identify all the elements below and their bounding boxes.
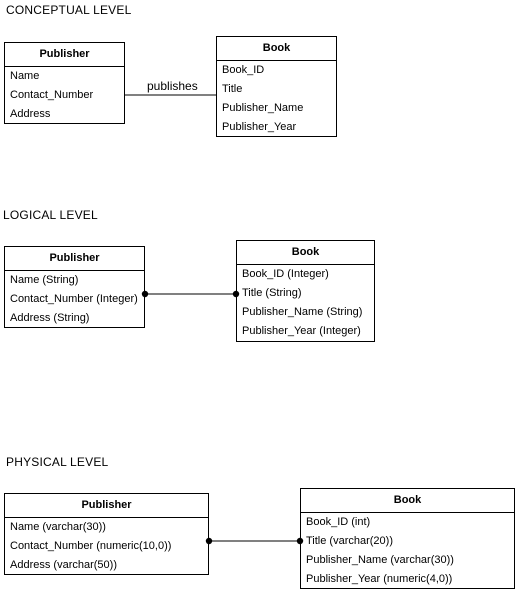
- physical-publisher-title: Publisher: [5, 494, 208, 518]
- conceptual-publisher-entity[interactable]: Publisher Name Contact_Number Address: [4, 42, 125, 124]
- logical-book-attr-publisher-name: Publisher_Name (String): [242, 306, 363, 318]
- conceptual-publisher-attr-contact: Contact_Number: [10, 89, 94, 101]
- logical-level-heading: LOGICAL LEVEL: [3, 208, 98, 222]
- physical-publisher-endpoint-dot: [205, 537, 213, 545]
- logical-publisher-attr-name: Name (String): [10, 274, 79, 286]
- conceptual-publisher-attr-address: Address: [10, 108, 51, 120]
- physical-publisher-entity[interactable]: Publisher Name (varchar(30)) Contact_Num…: [4, 493, 209, 575]
- logical-book-attr-title: Title (String): [242, 287, 302, 299]
- logical-book-title: Book: [237, 241, 374, 265]
- conceptual-publisher-attr-name: Name: [10, 70, 40, 82]
- logical-publisher-entity[interactable]: Publisher Name (String) Contact_Number (…: [4, 246, 145, 328]
- logical-publisher-attr-address: Address (String): [10, 312, 90, 324]
- conceptual-level-heading: CONCEPTUAL LEVEL: [6, 3, 132, 17]
- logical-book-attr-publisher-year: Publisher_Year (Integer): [242, 325, 361, 337]
- logical-publisher-title: Publisher: [5, 247, 144, 271]
- logical-book-endpoint-dot: [232, 290, 240, 298]
- logical-publisher-endpoint-dot: [141, 290, 149, 298]
- conceptual-book-attr-publisher-year: Publisher_Year: [222, 121, 297, 133]
- physical-book-attr-publisher-name: Publisher_Name (varchar(30)): [306, 554, 454, 566]
- logical-publisher-attr-contact: Contact_Number (Integer): [10, 293, 138, 305]
- physical-publisher-attr-name: Name (varchar(30)): [10, 521, 106, 533]
- physical-publisher-attr-contact: Contact_Number (numeric(10,0)): [10, 540, 172, 552]
- physical-level-heading: PHYSICAL LEVEL: [6, 455, 109, 469]
- conceptual-book-attr-title: Title: [222, 83, 243, 95]
- physical-book-attr-id: Book_ID (int): [306, 516, 371, 528]
- conceptual-book-title: Book: [217, 37, 336, 61]
- conceptual-book-entity[interactable]: Book Book_ID Title Publisher_Name Publis…: [216, 36, 337, 137]
- physical-book-endpoint-dot: [296, 537, 304, 545]
- physical-book-entity[interactable]: Book Book_ID (int) Title (varchar(20)) P…: [300, 488, 515, 589]
- physical-publisher-attr-address: Address (varchar(50)): [10, 559, 117, 571]
- physical-book-attr-title: Title (varchar(20)): [306, 535, 393, 547]
- conceptual-book-attr-id: Book_ID: [222, 64, 265, 76]
- physical-book-title: Book: [301, 489, 514, 513]
- conceptual-publisher-title: Publisher: [5, 43, 124, 67]
- physical-book-attr-publisher-year: Publisher_Year (numeric(4,0)): [306, 573, 453, 585]
- conceptual-book-attr-publisher-name: Publisher_Name: [222, 102, 304, 114]
- logical-book-attr-id: Book_ID (Integer): [242, 268, 329, 280]
- publishes-relationship-label: publishes: [147, 79, 198, 93]
